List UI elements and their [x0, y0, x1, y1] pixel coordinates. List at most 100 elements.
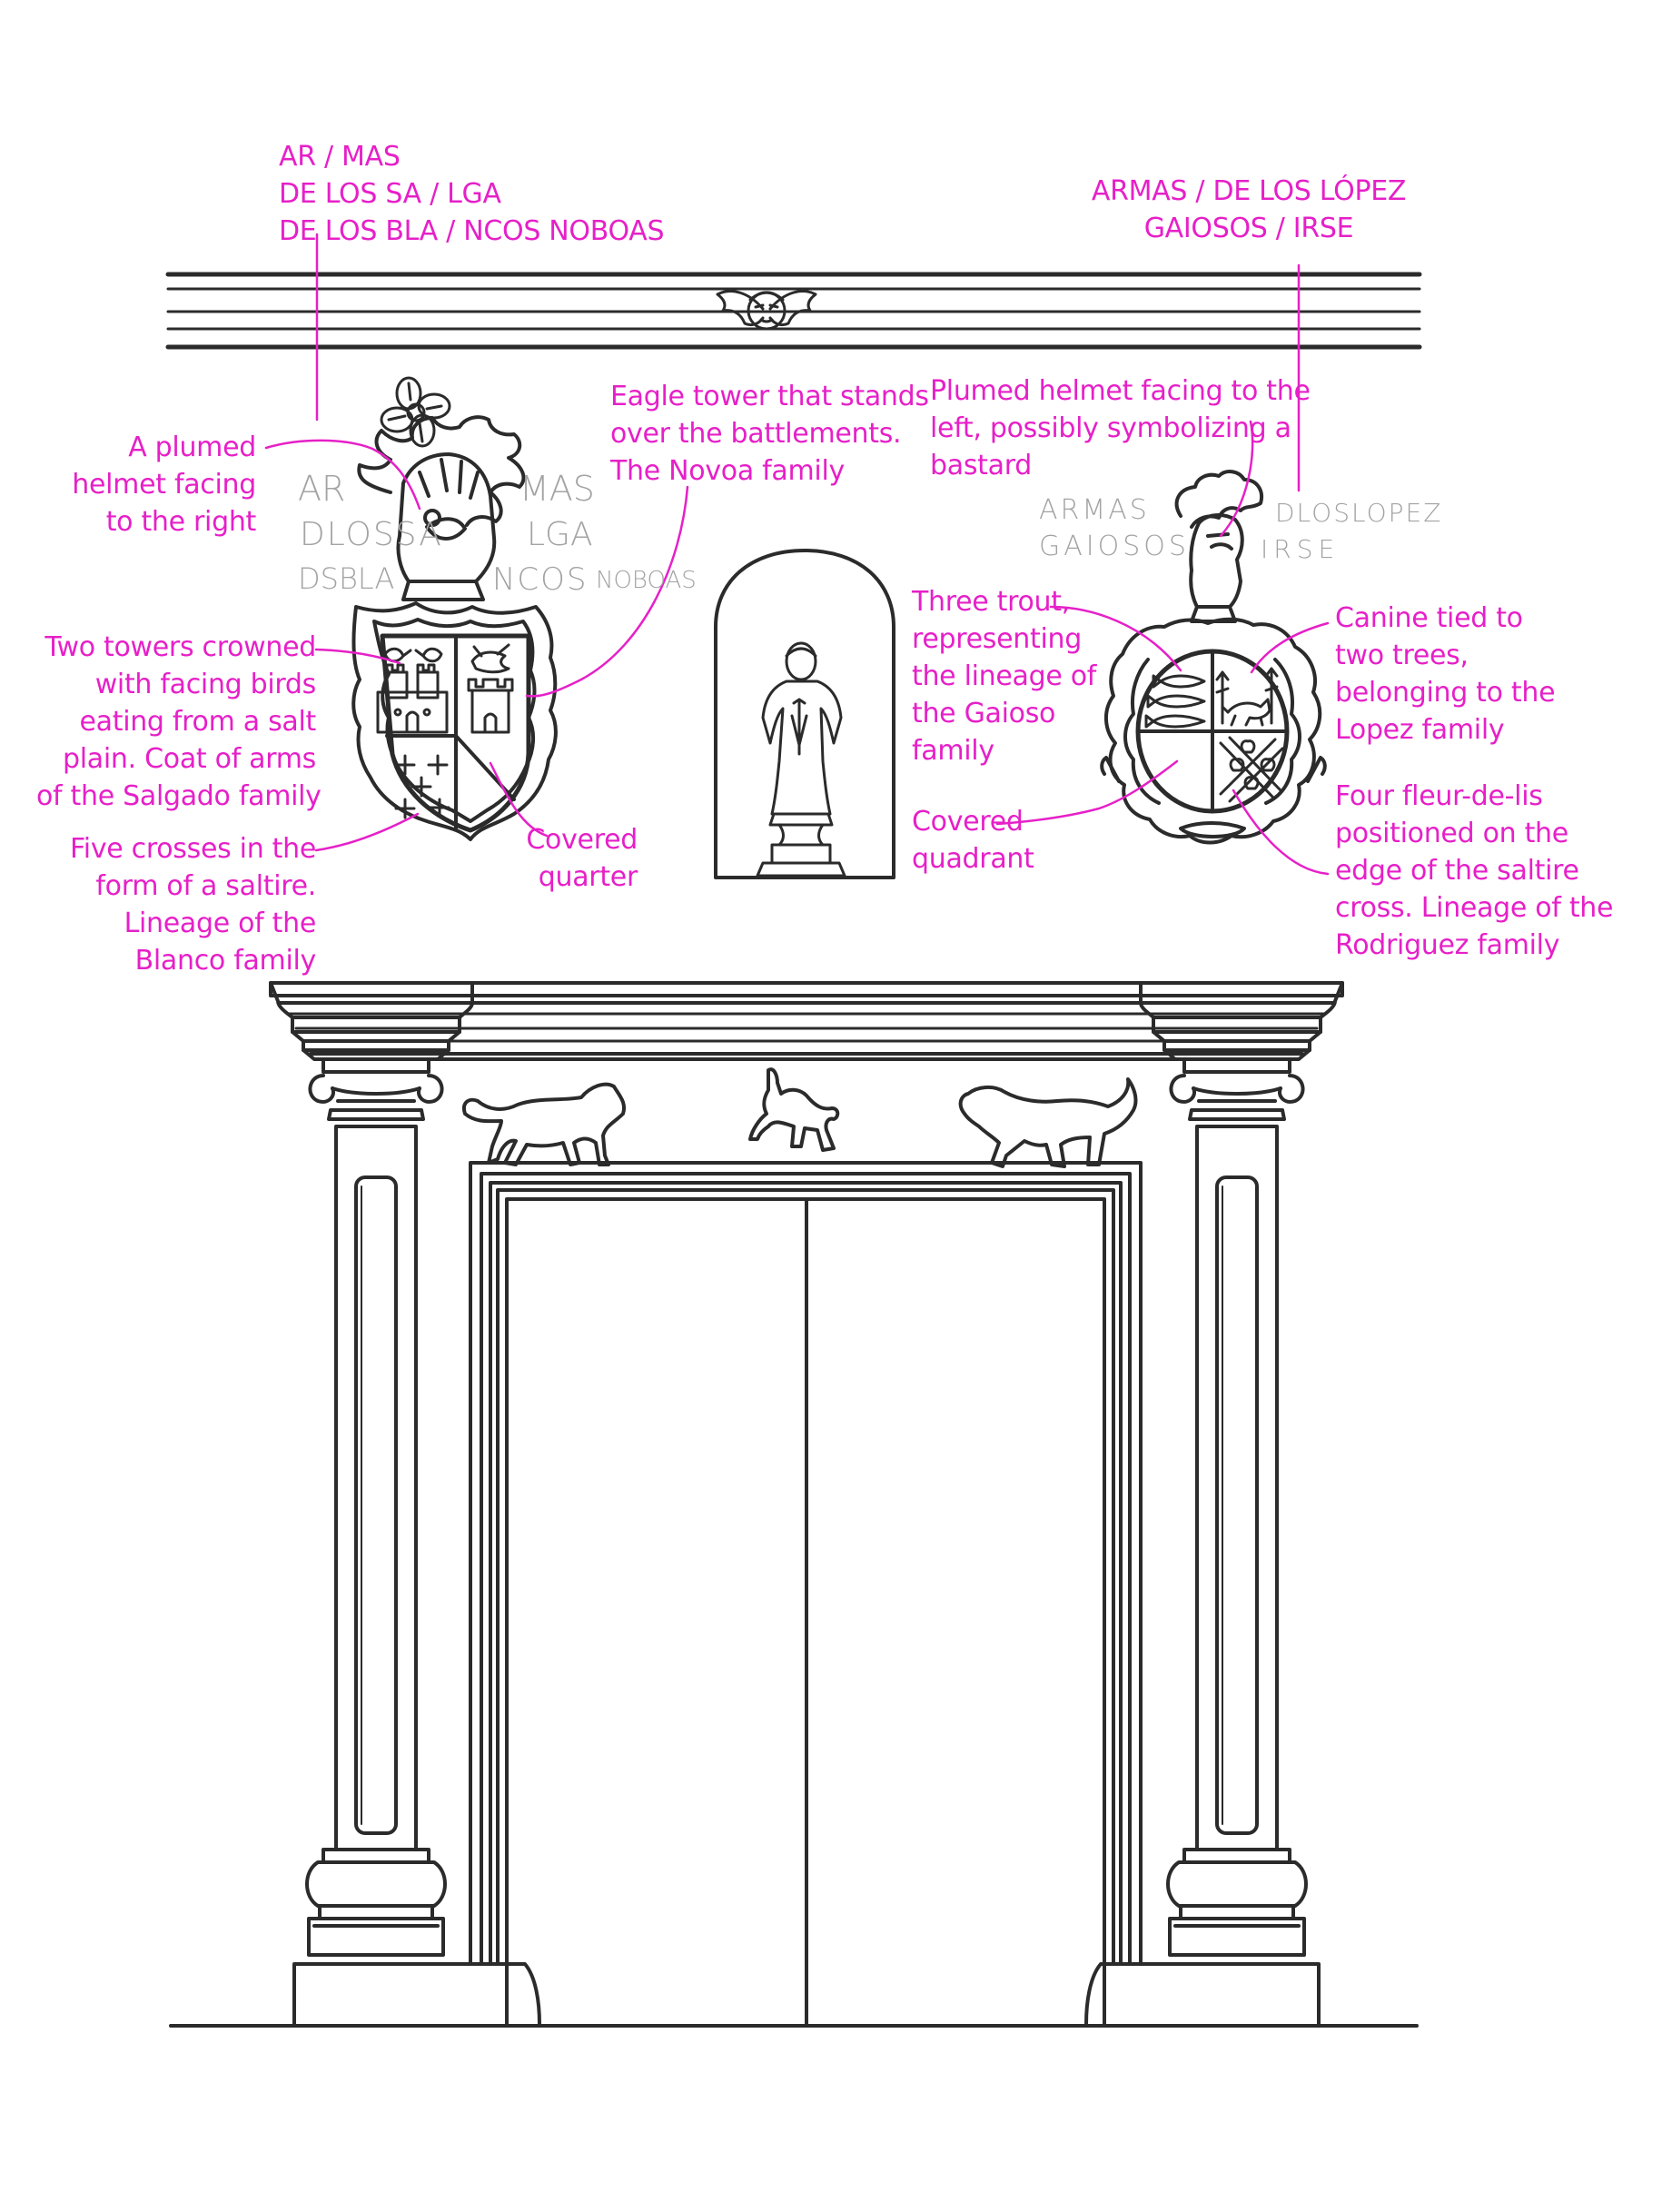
leader-eagle-tower — [525, 485, 689, 698]
ann-line: The Novoa family — [610, 455, 845, 487]
inscription-left-2b: LGA — [527, 516, 593, 553]
ann-line: the Gaioso — [912, 698, 1056, 729]
inscription-right-1b: DLOSLOPEZ — [1275, 498, 1443, 528]
ann-line: Covered — [526, 824, 638, 856]
ann-line: quarter — [538, 861, 638, 893]
ann-line: to the right — [105, 506, 257, 538]
ann-line: over the battlements. — [610, 418, 902, 450]
ann-line: DE LOS SA / LGA — [279, 178, 501, 210]
flower-ornament — [380, 376, 451, 448]
ann-line: Two towers crowned — [45, 631, 316, 663]
ann-line: Lineage of the — [124, 908, 317, 939]
ann-line: Covered — [912, 806, 1024, 838]
annotation-plumed-helmet-left: Plumed helmet facing to the left, possib… — [930, 372, 1311, 484]
leader-fleur-de-lis — [1232, 789, 1330, 876]
ann-line: DE LOS BLA / NCOS NOBOAS — [279, 215, 665, 247]
ann-line: edge of the saltire — [1335, 855, 1579, 887]
inscription-left-1b: MAS — [519, 469, 595, 509]
ann-line: GAIOSOS / IRSE — [1143, 213, 1354, 244]
annotation-three-trout: Three trout, representing the lineage of… — [912, 583, 1096, 769]
right-shield — [1100, 617, 1327, 845]
inscription-left-3c: NOBOAS — [596, 567, 697, 594]
ann-line: Three trout, — [912, 586, 1070, 618]
ann-line: plain. Coat of arms — [63, 743, 316, 775]
leader-covered-quadrant — [995, 759, 1179, 826]
inscription-left-2a: DLOSSA — [300, 516, 443, 553]
angel-head-ornament — [716, 290, 817, 331]
niche — [714, 549, 895, 879]
leader-plumed-helmet-right — [264, 439, 421, 511]
left-capital — [308, 1057, 444, 1128]
leader-lines — [264, 233, 1330, 876]
ann-line: with facing birds — [94, 669, 317, 700]
ann-line: Plumed helmet facing to the — [930, 375, 1311, 407]
annotation-covered-quadrant: Covered quadrant — [912, 803, 1034, 878]
ann-line: Rodriguez family — [1335, 929, 1560, 961]
left-shield — [351, 601, 558, 841]
novoa-eagle-tower-charge — [467, 643, 514, 734]
annotation-covered-quarter: Covered quarter — [509, 821, 638, 896]
ann-line: representing — [912, 623, 1082, 655]
ann-line: positioned on the — [1335, 818, 1568, 849]
ann-line: AR / MAS — [279, 141, 401, 173]
ann-line: ARMAS / DE LOS LÓPEZ — [1091, 175, 1407, 207]
annotation-two-towers: Two towers crowned with facing birds eat… — [36, 629, 322, 815]
blanco-five-crosses-charge — [394, 754, 450, 819]
annotation-right-inscription-reading: ARMAS / DE LOS LÓPEZ GAIOSOS / IRSE — [1081, 173, 1417, 247]
ann-line: eating from a salt — [79, 706, 316, 738]
ann-line: belonging to the — [1335, 677, 1556, 709]
leader-covered-quarter — [489, 761, 549, 838]
top-cornice — [165, 272, 1422, 350]
rodriguez-saltire-charge — [1219, 736, 1284, 803]
center-hare-frieze — [748, 1067, 840, 1152]
ann-line: left, possibly symbolizing a — [930, 412, 1291, 444]
inscription-left-3a: DSBLA — [298, 561, 395, 596]
ann-line: helmet facing — [72, 469, 256, 501]
ann-line: Canine tied to — [1335, 602, 1523, 634]
leader-two-towers — [314, 648, 401, 665]
ann-line: Blanco family — [134, 945, 317, 977]
ann-line: bastard — [930, 450, 1032, 481]
left-hound-frieze — [462, 1082, 626, 1166]
leader-canine — [1250, 621, 1330, 674]
saint-statue — [756, 641, 846, 878]
leader-three-trout — [1049, 605, 1182, 672]
inscription-right-1a: ARMAS — [1039, 494, 1150, 526]
inscription-right-2b: IRSE — [1261, 534, 1341, 564]
doorway-entablature — [269, 981, 1344, 1061]
threshold-and-ground — [169, 1962, 1419, 2028]
ann-line: cross. Lineage of the — [1335, 892, 1614, 924]
inscription-right-2a: GAIOSOS — [1039, 531, 1190, 562]
ann-line: A plumed — [128, 431, 256, 463]
door-leaves — [505, 1197, 1106, 2026]
inscription-left-3b: NCOS — [492, 561, 589, 598]
ann-line: the lineage of — [912, 660, 1097, 692]
right-capital — [1169, 1057, 1305, 1128]
inscription-left-1a: AR — [298, 469, 346, 509]
annotation-five-crosses: Five crosses in the form of a saltire. L… — [64, 830, 316, 979]
ann-line: Four fleur-de-lis — [1335, 780, 1543, 812]
ann-line: Five crosses in the — [70, 833, 316, 865]
annotation-eagle-tower: Eagle tower that stands over the battlem… — [610, 378, 929, 490]
salgado-towers-charge — [376, 647, 449, 734]
annotation-fleur-de-lis: Four fleur-de-lis positioned on the edge… — [1335, 778, 1613, 964]
ann-line: Lopez family — [1335, 714, 1505, 746]
annotation-left-inscription-reading: AR / MAS DE LOS SA / LGA DE LOS BLA / NC… — [279, 138, 665, 250]
ann-line: quadrant — [912, 843, 1034, 875]
leader-plumed-helmet-left — [1219, 420, 1254, 538]
ann-line: family — [912, 735, 994, 767]
ann-line: two trees, — [1335, 640, 1469, 671]
right-hound-frieze — [958, 1077, 1138, 1168]
ann-line: of the Salgado family — [36, 780, 322, 812]
left-pilaster — [305, 1125, 447, 1957]
ann-line: Eagle tower that stands — [610, 381, 929, 412]
annotation-plumed-helmet-right: A plumed helmet facing to the right — [54, 429, 256, 541]
leader-five-crosses — [314, 812, 420, 852]
right-pilaster — [1166, 1125, 1308, 1957]
annotation-canine: Canine tied to two trees, belonging to t… — [1335, 600, 1556, 749]
ann-line: form of a saltire. — [95, 870, 316, 902]
lopez-canine-charge — [1215, 667, 1279, 727]
gaioso-three-trout-charge — [1144, 674, 1206, 729]
